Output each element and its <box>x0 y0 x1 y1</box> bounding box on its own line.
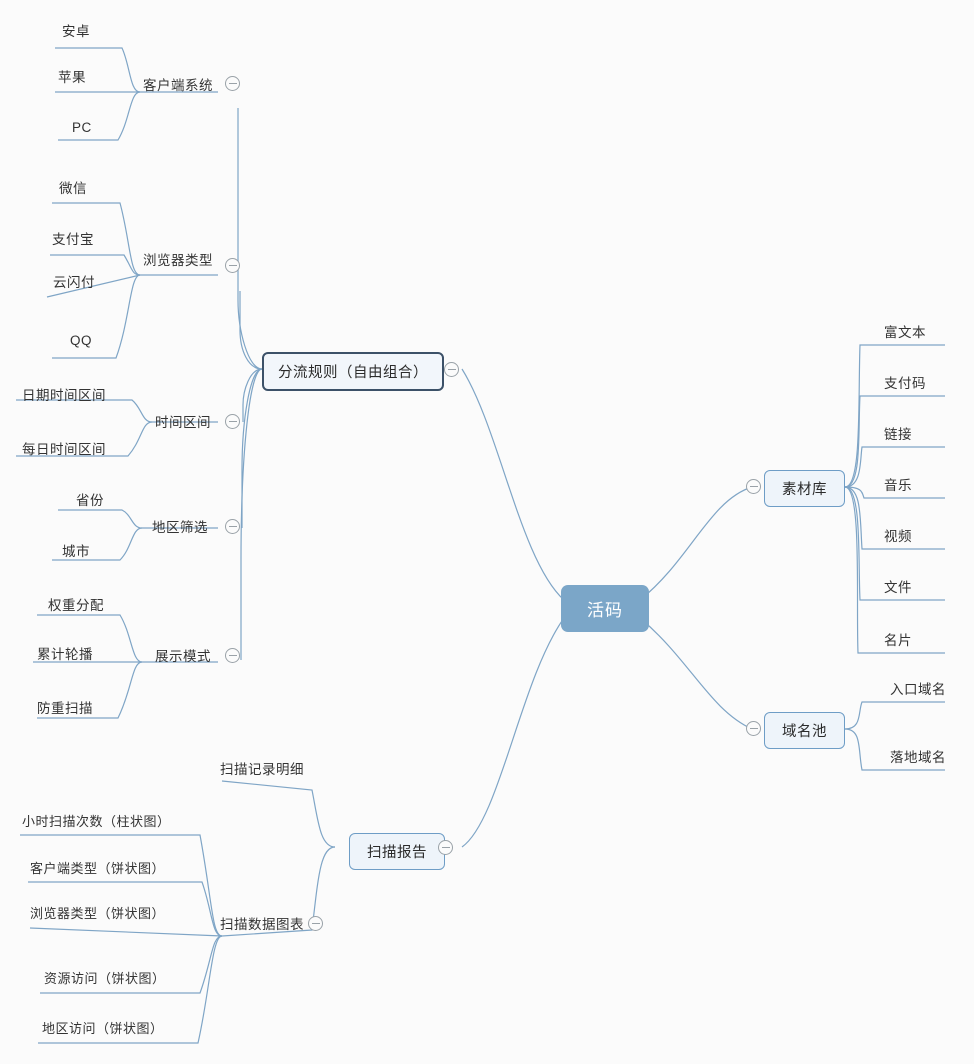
collapse-icon-scan-charts[interactable] <box>308 916 323 931</box>
collapse-icon-region-filter[interactable] <box>225 519 240 534</box>
group-label-browser-type[interactable]: 浏览器类型 <box>143 249 213 269</box>
leaf-node-alipay-label: 支付宝 <box>52 232 94 247</box>
leaf-node-hourly-scan-count-label: 小时扫描次数（柱状图） <box>22 814 171 829</box>
leaf-node-business-card-label: 名片 <box>884 633 912 648</box>
group-label-region-filter[interactable]: 地区筛选 <box>152 516 208 536</box>
group-label-display-mode-text: 展示模式 <box>155 649 211 664</box>
group-label-client-system-text: 客户端系统 <box>143 78 213 93</box>
collapse-icon-display-mode[interactable] <box>225 648 240 663</box>
leaf-node-music-label: 音乐 <box>884 478 912 493</box>
leaf-node-qq-label: QQ <box>70 333 93 348</box>
leaf-node-unionpay-label: 云闪付 <box>53 275 95 290</box>
leaf-node-business-card[interactable]: 名片 <box>884 629 912 649</box>
leaf-node-region-access-chart[interactable]: 地区访问（饼状图） <box>42 1018 164 1037</box>
leaf-node-landing-domain-label: 落地域名 <box>890 750 946 765</box>
leaf-node-cumulative-rotation-label: 累计轮播 <box>37 647 93 662</box>
collapse-icon-report[interactable] <box>438 840 453 855</box>
leaf-node-cumulative-rotation[interactable]: 累计轮播 <box>37 643 93 663</box>
branch-node-rules[interactable]: 分流规则（自由组合） <box>262 352 444 391</box>
leaf-node-province[interactable]: 省份 <box>76 489 104 509</box>
leaf-node-weight-allocation-label: 权重分配 <box>48 598 104 613</box>
leaf-node-entry-domain[interactable]: 入口域名 <box>890 678 946 698</box>
group-label-scan-records-text: 扫描记录明细 <box>220 762 304 777</box>
leaf-node-ios-label: 苹果 <box>58 70 86 85</box>
leaf-node-link[interactable]: 链接 <box>884 423 912 443</box>
group-label-browser-type-text: 浏览器类型 <box>143 253 213 268</box>
leaf-node-rich-text[interactable]: 富文本 <box>884 321 926 341</box>
leaf-node-wechat[interactable]: 微信 <box>59 177 87 197</box>
group-label-scan-records[interactable]: 扫描记录明细 <box>220 758 304 778</box>
group-label-scan-charts-text: 扫描数据图表 <box>220 917 304 932</box>
leaf-node-pc[interactable]: PC <box>72 120 92 135</box>
leaf-node-city[interactable]: 城市 <box>62 540 90 560</box>
leaf-node-province-label: 省份 <box>76 493 104 508</box>
root-node-label: 活码 <box>587 601 623 620</box>
leaf-node-client-type-chart[interactable]: 客户端类型（饼状图） <box>30 858 165 877</box>
leaf-node-file[interactable]: 文件 <box>884 576 912 596</box>
leaf-node-entry-domain-label: 入口域名 <box>890 682 946 697</box>
leaf-node-payment-code[interactable]: 支付码 <box>884 372 926 392</box>
leaf-node-daily-range[interactable]: 每日时间区间 <box>22 438 106 458</box>
leaf-node-daily-range-label: 每日时间区间 <box>22 442 106 457</box>
root-node[interactable]: 活码 <box>561 585 649 632</box>
leaf-node-file-label: 文件 <box>884 580 912 595</box>
collapse-icon-material[interactable] <box>746 479 761 494</box>
group-label-display-mode[interactable]: 展示模式 <box>155 645 211 665</box>
group-label-time-range-text: 时间区间 <box>155 415 211 430</box>
leaf-node-qq[interactable]: QQ <box>70 333 92 348</box>
leaf-node-unionpay[interactable]: 云闪付 <box>53 271 95 291</box>
collapse-icon-client-system[interactable] <box>225 76 240 91</box>
group-label-client-system[interactable]: 客户端系统 <box>143 74 213 94</box>
collapse-icon-domain[interactable] <box>746 721 761 736</box>
leaf-node-wechat-label: 微信 <box>59 181 87 196</box>
leaf-node-link-label: 链接 <box>884 427 912 442</box>
collapse-icon-rules[interactable] <box>444 362 459 377</box>
leaf-node-android-label: 安卓 <box>62 24 90 39</box>
branch-node-material[interactable]: 素材库 <box>764 470 845 507</box>
branch-node-domain[interactable]: 域名池 <box>764 712 845 749</box>
leaf-node-browser-type-chart-label: 浏览器类型（饼状图） <box>30 906 166 921</box>
collapse-icon-browser-type[interactable] <box>225 258 240 273</box>
group-label-scan-charts[interactable]: 扫描数据图表 <box>220 913 304 933</box>
leaf-node-weight-allocation[interactable]: 权重分配 <box>48 594 104 614</box>
branch-node-rules-label: 分流规则（自由组合） <box>278 365 428 381</box>
leaf-node-video-label: 视频 <box>884 529 912 544</box>
leaf-node-rich-text-label: 富文本 <box>884 325 926 340</box>
leaf-node-resource-access-chart[interactable]: 资源访问（饼状图） <box>44 968 166 987</box>
leaf-node-browser-type-chart[interactable]: 浏览器类型（饼状图） <box>30 903 165 922</box>
leaf-node-date-range-label: 日期时间区间 <box>22 388 106 403</box>
leaf-node-video[interactable]: 视频 <box>884 525 912 545</box>
leaf-node-alipay[interactable]: 支付宝 <box>52 228 94 248</box>
branch-node-domain-label: 域名池 <box>782 724 827 740</box>
branch-node-report-label: 扫描报告 <box>367 845 427 861</box>
leaf-node-anti-repeat-scan-label: 防重扫描 <box>37 701 93 716</box>
group-label-time-range[interactable]: 时间区间 <box>155 411 211 431</box>
leaf-node-ios[interactable]: 苹果 <box>58 66 86 86</box>
leaf-node-music[interactable]: 音乐 <box>884 474 912 494</box>
branch-node-report[interactable]: 扫描报告 <box>349 833 445 870</box>
collapse-icon-time-range[interactable] <box>225 414 240 429</box>
leaf-node-client-type-chart-label: 客户端类型（饼状图） <box>30 861 166 876</box>
leaf-node-android[interactable]: 安卓 <box>62 20 90 40</box>
branch-node-material-label: 素材库 <box>782 482 827 498</box>
leaf-node-hourly-scan-count[interactable]: 小时扫描次数（柱状图） <box>22 811 171 830</box>
group-label-region-filter-text: 地区筛选 <box>152 520 208 535</box>
leaf-node-pc-label: PC <box>72 120 92 135</box>
leaf-node-region-access-chart-label: 地区访问（饼状图） <box>42 1021 164 1036</box>
leaf-node-date-range[interactable]: 日期时间区间 <box>22 384 106 404</box>
leaf-node-landing-domain[interactable]: 落地域名 <box>890 746 946 766</box>
leaf-node-anti-repeat-scan[interactable]: 防重扫描 <box>37 697 93 717</box>
leaf-node-resource-access-chart-label: 资源访问（饼状图） <box>44 971 166 986</box>
leaf-node-city-label: 城市 <box>62 544 90 559</box>
leaf-node-payment-code-label: 支付码 <box>884 376 926 391</box>
